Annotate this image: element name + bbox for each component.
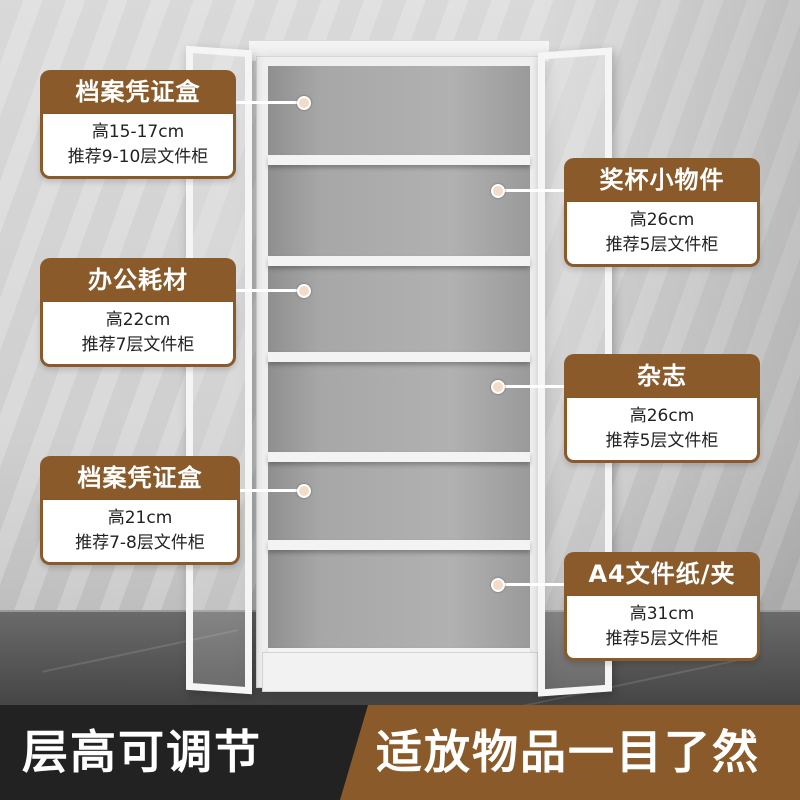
callout-recommend: 推荐9-10层文件柜 [67,147,209,167]
callout-height: 高21cm [107,508,173,528]
callout-recommend: 推荐5层文件柜 [605,235,719,255]
callout-height: 高15-17cm [91,122,185,142]
callout-height: 高22cm [105,310,171,330]
callout-recommend: 推荐7-8层文件柜 [75,533,205,553]
callout-archive-box-1: 档案凭证盒 高15-17cm 推荐9-10层文件柜 [40,70,236,179]
callout-title: A4文件纸/夹 [564,552,760,596]
callout-title: 档案凭证盒 [40,456,240,500]
shelf [268,352,530,362]
callout-magazine: 杂志 高26cm 推荐5层文件柜 [564,354,760,463]
banner-left-text: 层高可调节 [22,725,262,779]
marker-dot [491,578,505,592]
shelf [268,540,530,550]
leader-line [498,189,564,192]
callout-recommend: 推荐5层文件柜 [605,431,719,451]
callout-title: 杂志 [564,354,760,398]
callout-body: 高26cm 推荐5层文件柜 [564,398,760,463]
shelf [268,256,530,266]
leader-line [498,583,564,586]
marker-dot [297,284,311,298]
leader-line [498,385,564,388]
callout-title: 档案凭证盒 [40,70,236,114]
leader-line [236,289,302,292]
wall-shadow [540,0,800,640]
marker-dot [491,380,505,394]
shelf [268,155,530,165]
callout-height: 高26cm [629,406,695,426]
marker-dot [297,96,311,110]
callout-recommend: 推荐7层文件柜 [81,335,195,355]
leader-line [236,101,302,104]
callout-office-supplies: 办公耗材 高22cm 推荐7层文件柜 [40,258,236,367]
banner-right: 适放物品一目了然 [340,705,800,800]
callout-body: 高22cm 推荐7层文件柜 [40,302,236,367]
callout-body: 高26cm 推荐5层文件柜 [564,202,760,267]
callout-a4-paper: A4文件纸/夹 高31cm 推荐5层文件柜 [564,552,760,661]
callout-archive-box-2: 档案凭证盒 高21cm 推荐7-8层文件柜 [40,456,240,565]
cabinet-base [262,652,538,692]
callout-title: 奖杯小物件 [564,158,760,202]
shelf [268,452,530,462]
callout-body: 高15-17cm 推荐9-10层文件柜 [40,114,236,179]
marker-dot [491,184,505,198]
callout-height: 高26cm [629,210,695,230]
leader-line [240,489,302,492]
banner-left: 层高可调节 [0,705,368,800]
marker-dot [297,484,311,498]
callout-height: 高31cm [629,604,695,624]
banner-right-text: 适放物品一目了然 [376,725,760,779]
callout-body: 高21cm 推荐7-8层文件柜 [40,500,240,565]
callout-trophy-items: 奖杯小物件 高26cm 推荐5层文件柜 [564,158,760,267]
callout-body: 高31cm 推荐5层文件柜 [564,596,760,661]
callout-title: 办公耗材 [40,258,236,302]
callout-recommend: 推荐5层文件柜 [605,629,719,649]
